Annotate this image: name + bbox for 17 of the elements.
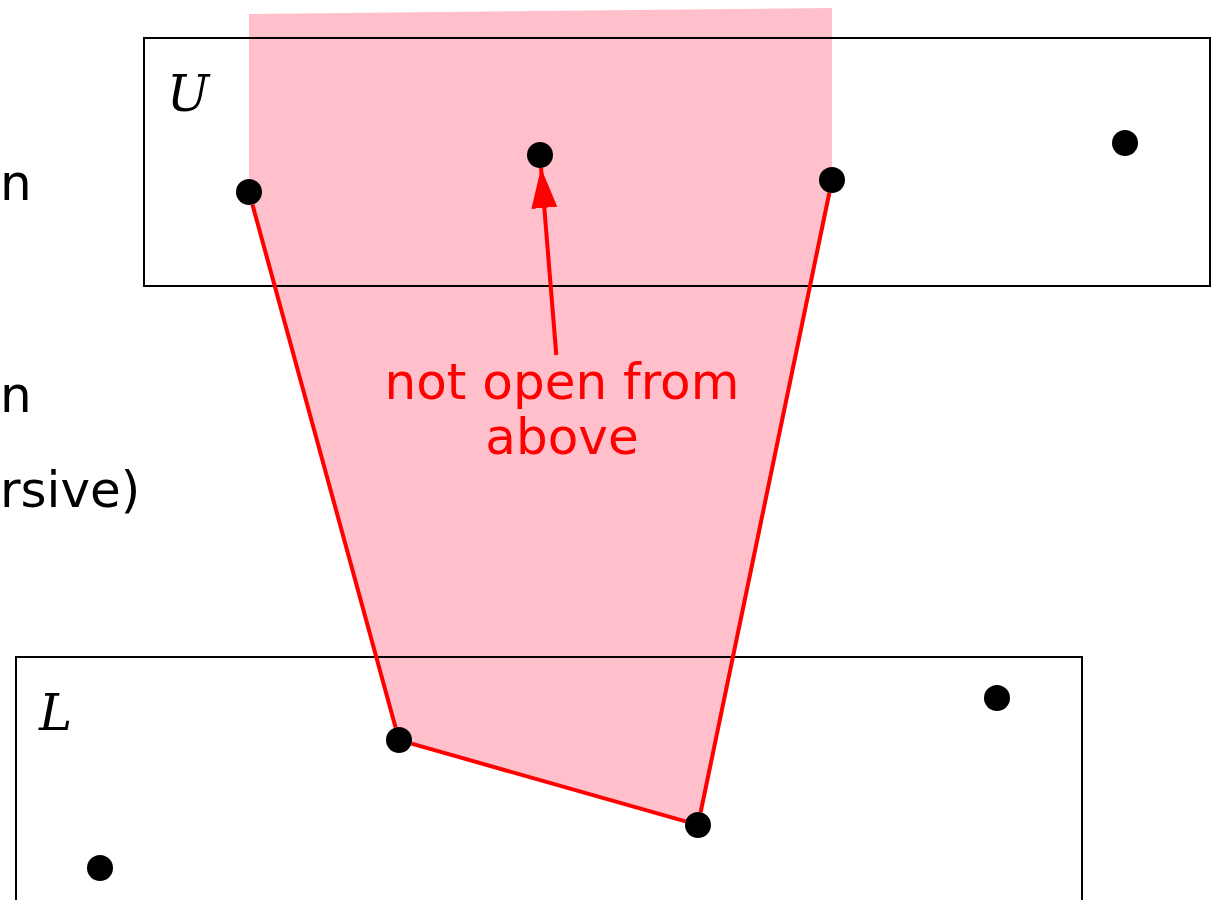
boundary-line (698, 192, 832, 813)
slide-text: rsive) (0, 465, 141, 515)
annotation-text: not open from above (372, 355, 752, 465)
boundary-line (250, 204, 398, 728)
point-dot (86, 854, 113, 881)
set-label: U (167, 69, 210, 119)
arrow (531, 167, 559, 356)
slide-text: n (0, 158, 32, 208)
set-label: L (39, 688, 73, 738)
point-dot (385, 726, 412, 753)
slide-text: n (0, 370, 32, 420)
boundary-line (410, 741, 687, 824)
point-dot (983, 684, 1010, 711)
point-dot (1111, 129, 1138, 156)
set-box (15, 656, 1083, 900)
set-box (143, 37, 1211, 287)
point-dot (235, 178, 262, 205)
